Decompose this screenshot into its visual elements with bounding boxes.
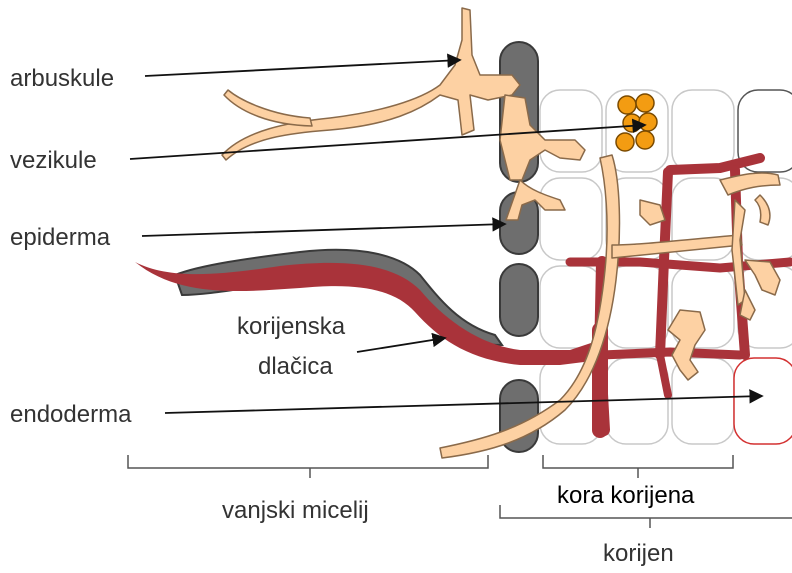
label-vanjski-micelij: vanjski micelij bbox=[222, 497, 369, 524]
label-arbuskule: arbuskule bbox=[10, 65, 114, 92]
label-dlacica: dlačica bbox=[258, 353, 333, 380]
label-epiderma: epiderma bbox=[10, 224, 111, 251]
label-korijenska: korijenska bbox=[237, 313, 346, 340]
label-vezikule: vezikule bbox=[10, 147, 97, 174]
label-kora-korijena: kora korijena bbox=[557, 482, 695, 509]
label-endoderma: endoderma bbox=[10, 401, 132, 428]
label-korijen: korijen bbox=[603, 540, 674, 567]
